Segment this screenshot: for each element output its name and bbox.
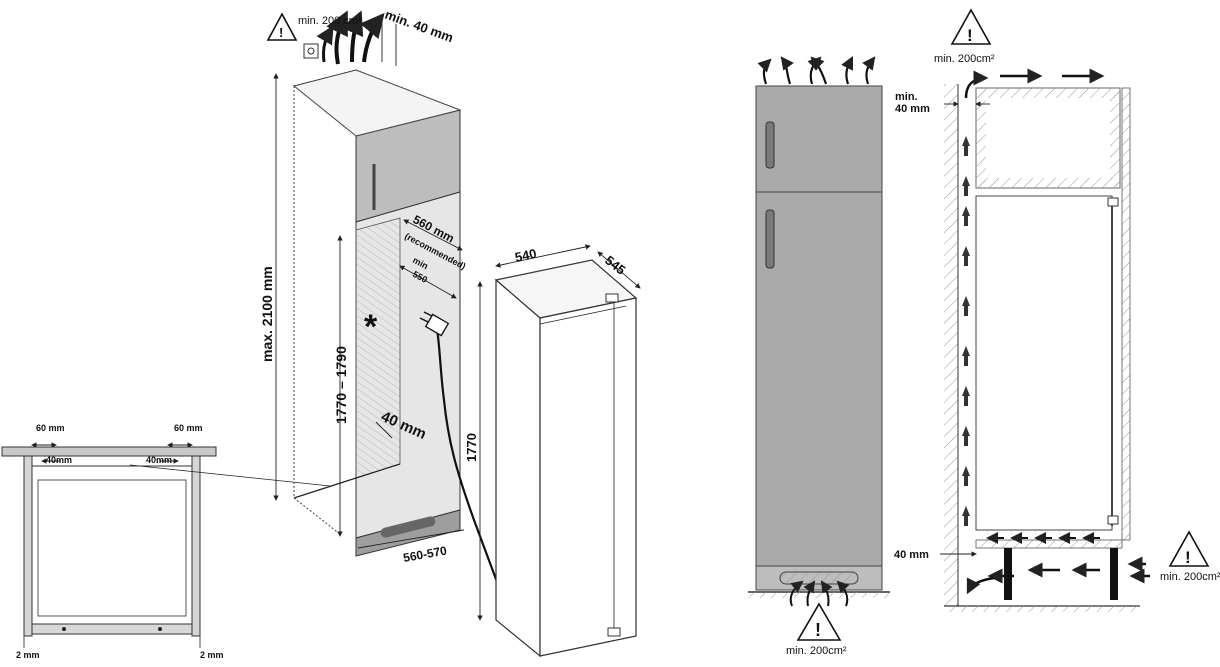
plan-left-side-label: 60 mm — [36, 423, 65, 433]
niche-height-label: 1770 – 1790 — [333, 346, 349, 424]
appliance-height-label: 1770 — [464, 433, 479, 462]
section-side-warning-label: min. 200cm² — [1160, 571, 1220, 583]
plan-bottom-right-label: 2 mm — [200, 650, 224, 660]
appliance-perspective: 1770 540 545 — [464, 244, 641, 658]
niche-width-label: 560-570 — [402, 543, 448, 564]
section-top-warning-label: min. 200cm² — [934, 53, 995, 65]
plan-right-side-label: 60 mm — [174, 423, 203, 433]
svg-text:!: ! — [279, 25, 283, 40]
front-bottom-warning-label: min. 200cm² — [786, 645, 847, 657]
svg-text:!: ! — [967, 26, 973, 45]
height-max-label: max. 2100 mm — [259, 266, 275, 362]
niche-perspective: ! min. 200 cm² min. 40 mm max. 2100 mm 1… — [259, 7, 502, 591]
section-view: min. 40 mm 40 mm ! min. 200cm² ! min. 20… — [894, 8, 1220, 612]
plan-view-detail: 60 mm 60 mm 40mm 40mm 2 mm 2 mm — [1, 423, 331, 660]
front-view: ! min. 200cm² — [748, 56, 890, 657]
top-warning-label: min. 200 cm² — [298, 15, 362, 27]
svg-text:!: ! — [1185, 548, 1191, 567]
plan-right-gap-label: 40mm — [146, 455, 172, 465]
section-top-gap-label: min. — [895, 91, 918, 103]
section-top-gap-value: 40 mm — [895, 103, 930, 115]
asterisk-mark: * — [364, 308, 378, 346]
appliance-width-label: 540 — [514, 246, 538, 265]
top-gap-label: min. 40 mm — [383, 7, 455, 46]
svg-text:!: ! — [815, 620, 821, 640]
section-bottom-gap-label: 40 mm — [894, 549, 929, 561]
plan-left-gap-label: 40mm — [46, 455, 72, 465]
plan-bottom-left-label: 2 mm — [16, 650, 40, 660]
